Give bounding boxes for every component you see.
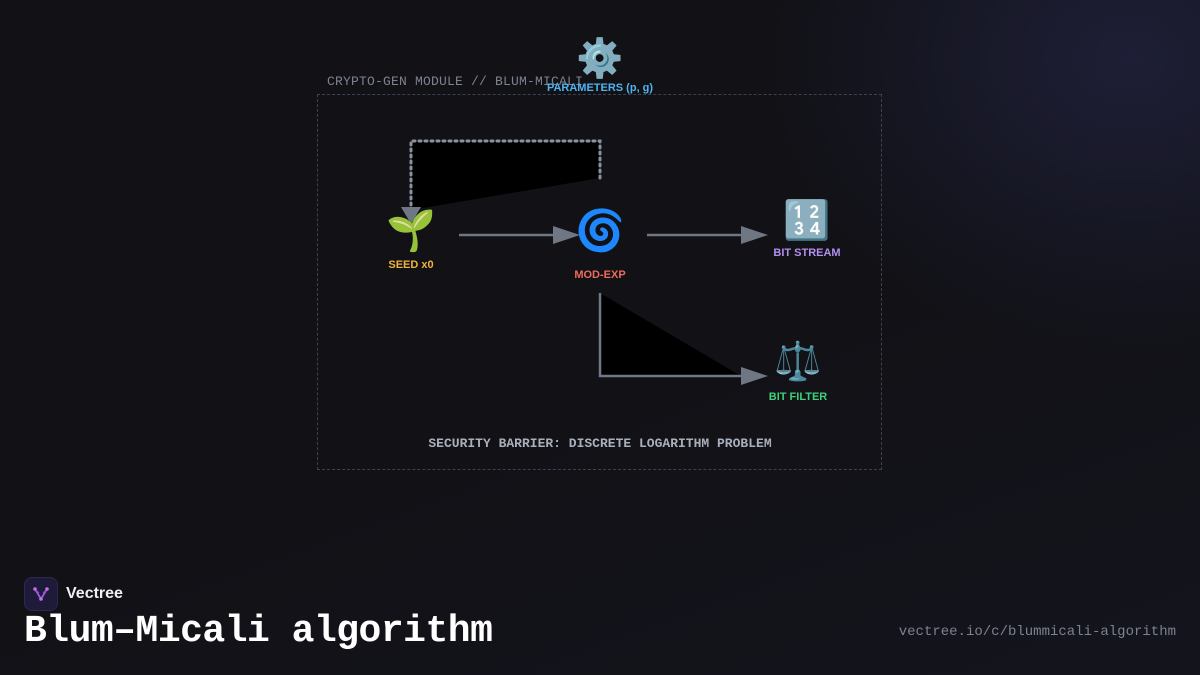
gear-icon: ⚙️ <box>576 38 624 80</box>
brand[interactable]: Vectree <box>24 577 123 611</box>
security-barrier-caption: SECURITY BARRIER: DISCRETE LOGARITHM PRO… <box>428 436 772 451</box>
node-bitfilter-label: BIT FILTER <box>768 391 828 403</box>
edge-feedback-modexp-seed-line <box>409 139 602 216</box>
edge-modexp-bitfilter <box>598 293 755 378</box>
edge-modexp-bitfilter-fill <box>600 293 741 376</box>
node-bitstream-label: BIT STREAM <box>773 247 841 259</box>
page-url[interactable]: vectree.io/c/blummicali-algorithm <box>898 624 1176 640</box>
node-parameters: ⚙️ PARAMETERS (p, g) <box>540 40 660 94</box>
vectree-logo-icon <box>24 577 58 611</box>
node-modexp-label: MOD-EXP <box>574 269 626 281</box>
arrowhead-feedback <box>401 207 421 224</box>
module-frame <box>317 94 882 470</box>
cyclone-icon: 🌀 <box>575 209 625 253</box>
scales-icon: ⚖️ <box>774 341 822 383</box>
arrowhead-seed-modexp <box>553 226 580 244</box>
numbers-icon: 🔢 <box>783 200 831 242</box>
module-title: CRYPTO-GEN MODULE // BLUM-MICALI <box>327 74 584 89</box>
edge-feedback-modexp-seed <box>411 141 600 210</box>
node-modexp: 🌀 MOD-EXP <box>550 211 650 281</box>
node-bitfilter: ⚖️ BIT FILTER <box>743 343 853 403</box>
seedling-icon: 🌱 <box>386 209 436 253</box>
brand-name: Vectree <box>66 585 123 602</box>
node-seed: 🌱 SEED x0 <box>361 211 461 271</box>
arrowhead-modexp-bitstream <box>741 226 768 244</box>
page-title: Blum–Micali algorithm <box>24 610 493 653</box>
node-seed-label: SEED x0 <box>388 259 434 271</box>
node-parameters-label: PARAMETERS (p, g) <box>546 82 654 94</box>
arrowhead-modexp-bitfilter <box>741 367 768 385</box>
node-bitstream: 🔢 BIT STREAM <box>752 202 862 259</box>
